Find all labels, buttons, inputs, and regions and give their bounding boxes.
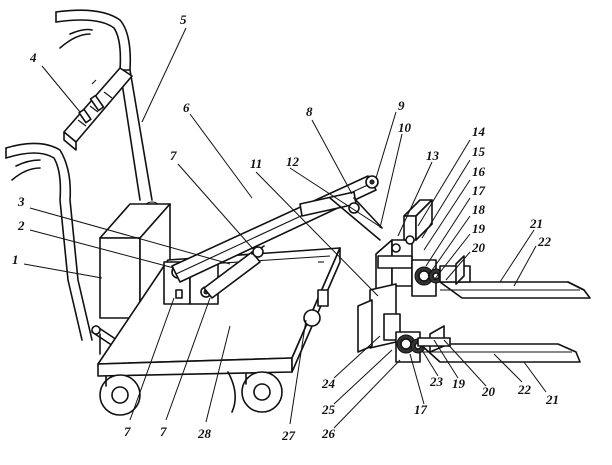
callout-17-bottom: 17 [414, 402, 428, 417]
callout-5: 5 [180, 12, 187, 27]
callout-16: 16 [472, 164, 486, 179]
callout-labels: 5 4 6 7 3 2 1 8 9 10 11 12 13 14 15 16 1… [12, 12, 559, 443]
callout-2: 2 [17, 218, 25, 233]
callout-22-top: 22 [537, 234, 552, 249]
callout-7-top: 7 [170, 148, 177, 163]
lift-cylinder [203, 245, 265, 299]
callout-7-bottom-a: 7 [124, 424, 131, 439]
callout-1: 1 [12, 252, 19, 267]
callout-9: 9 [398, 98, 405, 113]
callout-11: 11 [250, 156, 262, 171]
lower-carriage [357, 283, 426, 363]
upper-forks [439, 255, 591, 299]
callout-6: 6 [183, 100, 190, 115]
callout-26: 26 [321, 426, 336, 441]
callout-23: 23 [429, 374, 444, 389]
callout-17-top: 17 [472, 183, 486, 198]
callout-25: 25 [321, 402, 336, 417]
callout-12: 12 [286, 154, 300, 169]
upper-carriage [375, 199, 444, 301]
tilt-cylinder [299, 191, 383, 241]
callout-3: 3 [17, 194, 25, 209]
callout-18: 18 [472, 202, 486, 217]
callout-21-bottom: 21 [545, 392, 559, 407]
callout-19-top: 19 [472, 221, 486, 236]
callout-13: 13 [426, 148, 440, 163]
front-handle [5, 142, 93, 341]
callout-10: 10 [398, 120, 412, 135]
leader-lines [23, 27, 547, 429]
callout-27: 27 [281, 428, 296, 443]
wheels [99, 289, 329, 416]
callout-8: 8 [306, 104, 313, 119]
callout-22-bottom: 22 [517, 382, 532, 397]
callout-28: 28 [197, 426, 212, 441]
callout-20-bottom: 20 [481, 384, 496, 399]
control-panel [63, 67, 133, 151]
callout-4: 4 [29, 50, 37, 65]
callout-21-top: 21 [529, 216, 543, 231]
callout-15: 15 [472, 144, 486, 159]
chassis-plate [97, 247, 341, 377]
callout-19-bottom: 19 [452, 376, 466, 391]
callout-14: 14 [472, 124, 486, 139]
lower-forks [417, 325, 581, 363]
callout-7-bottom-b: 7 [160, 424, 167, 439]
callout-24: 24 [321, 376, 336, 391]
callout-20-top: 20 [471, 240, 486, 255]
